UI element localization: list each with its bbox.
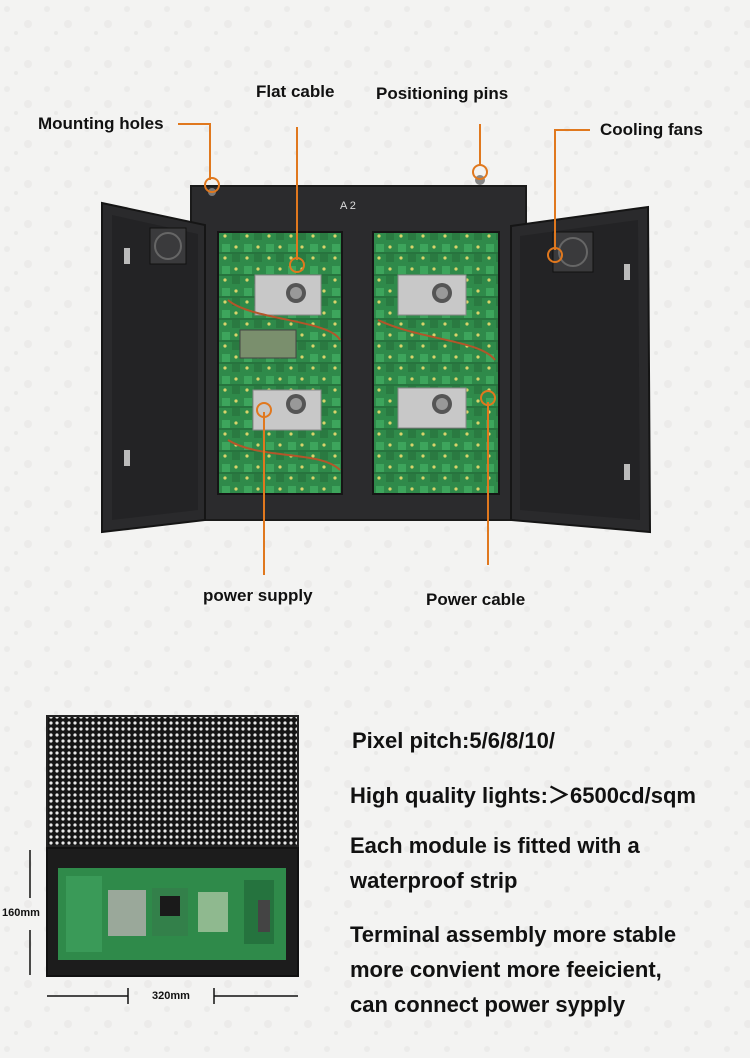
label-power-cable: Power cable — [426, 590, 526, 609]
label-power-supply: power supply — [203, 586, 313, 605]
label-flat-cable: Flat cable — [256, 82, 335, 101]
spec-terminal-line2: more convient more feeicient, — [350, 957, 662, 982]
spec-terminal-line3: can connect power sypply — [350, 992, 626, 1017]
power-supply-unit — [254, 274, 322, 316]
label-mounting-holes: Mounting holes — [38, 114, 164, 133]
module-height-label: 160mm — [2, 907, 40, 919]
spec-pixel-pitch: Pixel pitch:5/6/8/10/ — [352, 728, 555, 753]
label-cooling-fans: Cooling fans — [600, 120, 703, 139]
label-positioning-pins: Positioning pins — [376, 84, 509, 103]
dimension-markers — [29, 850, 298, 1004]
led-module-back — [46, 847, 299, 977]
left-door — [101, 201, 206, 534]
led-cabinet — [190, 175, 527, 521]
spec-module-line1: Each module is fitted with a — [350, 833, 640, 858]
right-door — [510, 205, 652, 534]
spec-high-quality-lights: High quality lights:＞6500cd/sqm — [350, 783, 696, 808]
cabinet-right-bay — [372, 231, 500, 495]
led-module-front — [46, 715, 299, 847]
spec-module-line2: waterproof strip — [350, 868, 518, 893]
callout-lines — [178, 123, 590, 575]
power-supply-unit — [397, 387, 467, 429]
spec-terminal-line1: Terminal assembly more stable — [350, 922, 677, 947]
module-width-label: 320mm — [152, 990, 190, 1002]
receiving-card — [239, 329, 297, 359]
cabinet-marking: A 2 — [340, 200, 356, 212]
power-supply-unit — [397, 274, 467, 316]
